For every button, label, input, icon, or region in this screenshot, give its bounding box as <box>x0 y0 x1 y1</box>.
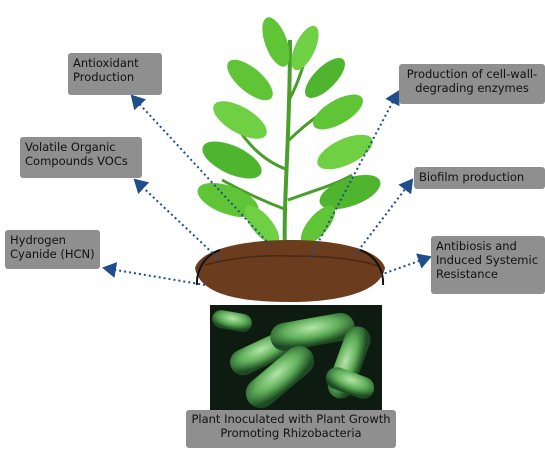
label-antibiosis-isr: Antibiosis and Induced Systemic Resistan… <box>431 236 545 294</box>
label-line: Antibiosis and <box>436 239 540 253</box>
caption-line: Plant Inoculated with Plant Growth <box>190 412 392 426</box>
caption-line: Promoting Rhizobacteria <box>190 426 392 440</box>
label-line: Induced Systemic <box>436 253 540 267</box>
label-antioxidant-production: Antioxidant Production <box>68 53 162 95</box>
label-line: Antioxidant <box>73 56 157 70</box>
caption-pgpr: Plant Inoculated with Plant Growth Promo… <box>186 410 396 448</box>
label-volatile-organic-compounds: Volatile Organic Compounds VOCs <box>20 137 142 178</box>
label-line: Biofilm production <box>419 170 540 184</box>
bacteria-image <box>210 305 382 414</box>
label-line: Volatile Organic <box>25 140 137 154</box>
label-line: Hydrogen <box>10 233 95 247</box>
label-line: Production <box>73 70 157 84</box>
arrow-antibiosis <box>380 257 430 275</box>
label-cell-wall-degrading-enzymes: Production of cell-wall- degrading enzym… <box>399 64 545 104</box>
arrow-hcn <box>104 268 205 285</box>
label-line: degrading enzymes <box>404 81 540 95</box>
label-hydrogen-cyanide: Hydrogen Cyanide (HCN) <box>5 230 100 269</box>
soil-icon <box>195 240 385 302</box>
plant-icon <box>193 14 385 255</box>
label-line: Cyanide (HCN) <box>10 247 95 261</box>
label-biofilm-production: Biofilm production <box>414 167 545 189</box>
label-line: Production of cell-wall- <box>404 67 540 81</box>
label-line: Resistance <box>436 267 540 281</box>
label-line: Compounds VOCs <box>25 154 137 168</box>
